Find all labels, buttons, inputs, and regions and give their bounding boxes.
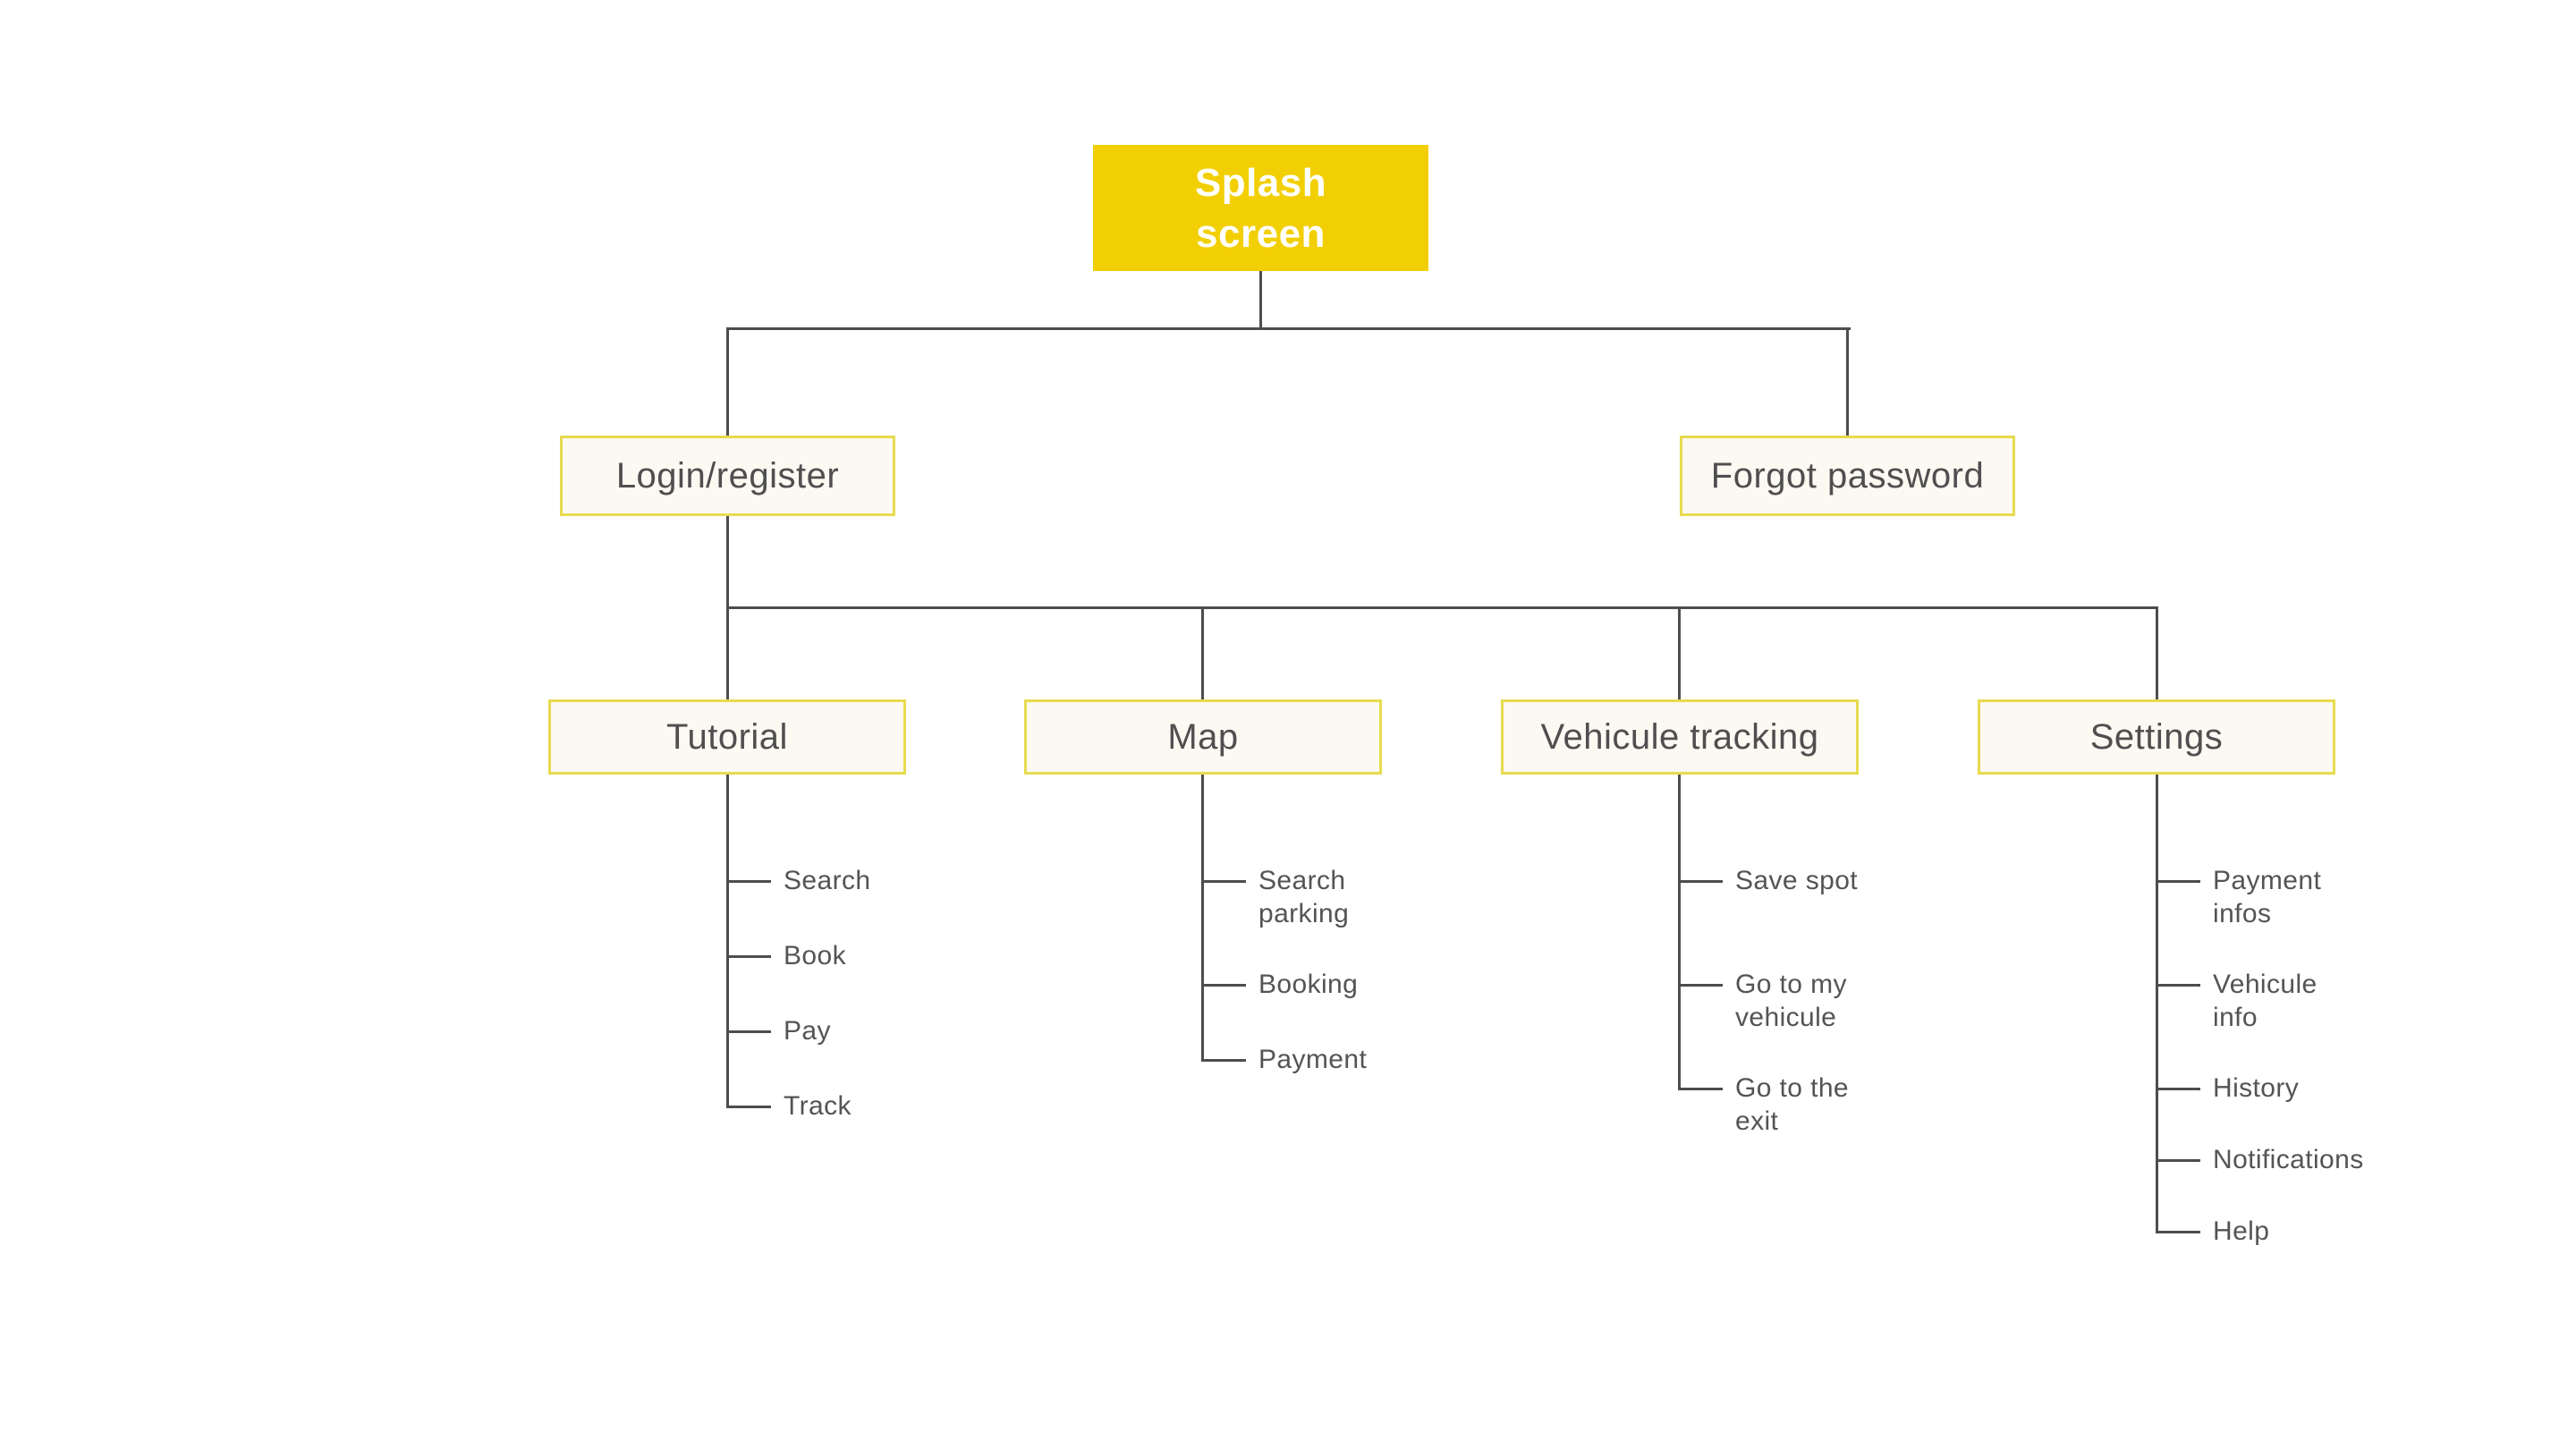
leaf-save-spot: Save spot bbox=[1735, 866, 1859, 895]
connector-map-stem bbox=[1201, 775, 1204, 1062]
node-label: Map bbox=[1167, 716, 1239, 757]
leaf-search-parking: Search parking bbox=[1258, 866, 1350, 928]
connector-leaf-tick bbox=[2156, 1231, 2200, 1233]
connector-leaf-tick bbox=[726, 955, 771, 958]
connector-leaf-tick bbox=[726, 1030, 771, 1033]
leaf-notifications: Notifications bbox=[2213, 1145, 2364, 1174]
connector-leaf-tick bbox=[2156, 880, 2200, 883]
connector-login-drop bbox=[726, 327, 729, 436]
connector-tutorial-stem bbox=[726, 775, 729, 1108]
node-login-register: Login/register bbox=[560, 436, 895, 516]
connector-settings-stem bbox=[2156, 775, 2158, 1233]
connector-leaf-tick bbox=[1201, 1059, 1246, 1062]
connector-settings-drop bbox=[2156, 606, 2158, 699]
leaf-search: Search bbox=[784, 866, 871, 895]
node-label: Settings bbox=[2089, 716, 2224, 757]
connector-level2-hline bbox=[726, 606, 2158, 609]
leaf-booking: Booking bbox=[1258, 970, 1359, 999]
node-splash-screen: Splash screen bbox=[1093, 145, 1428, 271]
leaf-track: Track bbox=[784, 1091, 852, 1121]
connector-leaf-tick bbox=[2156, 984, 2200, 987]
node-label: Forgot password bbox=[1710, 455, 1985, 496]
node-vehicule-tracking: Vehicule tracking bbox=[1501, 699, 1859, 775]
connector-leaf-tick bbox=[1201, 880, 1246, 883]
connector-leaf-tick bbox=[1201, 984, 1246, 987]
leaf-book: Book bbox=[784, 941, 846, 970]
connector-leaf-tick bbox=[726, 880, 771, 883]
connector-vehicule-drop bbox=[1678, 606, 1681, 699]
leaf-help: Help bbox=[2213, 1216, 2270, 1246]
connector-leaf-tick bbox=[1678, 880, 1723, 883]
node-label: Splash screen bbox=[1194, 160, 1327, 256]
connector-leaf-tick bbox=[1678, 984, 1723, 987]
node-label: Login/register bbox=[615, 455, 840, 496]
connector-forgot-drop bbox=[1846, 327, 1849, 436]
node-forgot-password: Forgot password bbox=[1680, 436, 2015, 516]
connector-map-drop bbox=[1201, 606, 1204, 699]
connector-leaf-tick bbox=[726, 1106, 771, 1108]
leaf-payment-infos: Payment infos bbox=[2213, 866, 2322, 928]
connector-vehicule-stem bbox=[1678, 775, 1681, 1090]
connector-leaf-tick bbox=[1678, 1088, 1723, 1090]
connector-level1-hline bbox=[726, 327, 1851, 330]
node-settings: Settings bbox=[1978, 699, 2335, 775]
node-label: Vehicule tracking bbox=[1540, 716, 1819, 757]
connector-leaf-tick bbox=[2156, 1159, 2200, 1162]
leaf-history: History bbox=[2213, 1073, 2300, 1103]
node-label: Tutorial bbox=[666, 716, 788, 757]
leaf-go-to-the-exit: Go to the exit bbox=[1735, 1073, 1850, 1136]
leaf-pay: Pay bbox=[784, 1016, 831, 1046]
leaf-payment: Payment bbox=[1258, 1045, 1368, 1074]
node-tutorial: Tutorial bbox=[548, 699, 906, 775]
leaf-go-to-my-vehicule: Go to my vehicule bbox=[1735, 970, 1847, 1032]
leaf-vehicule-info: Vehicule info bbox=[2213, 970, 2318, 1032]
node-map: Map bbox=[1024, 699, 1382, 775]
connector-splash-stem bbox=[1259, 271, 1262, 330]
connector-leaf-tick bbox=[2156, 1088, 2200, 1090]
